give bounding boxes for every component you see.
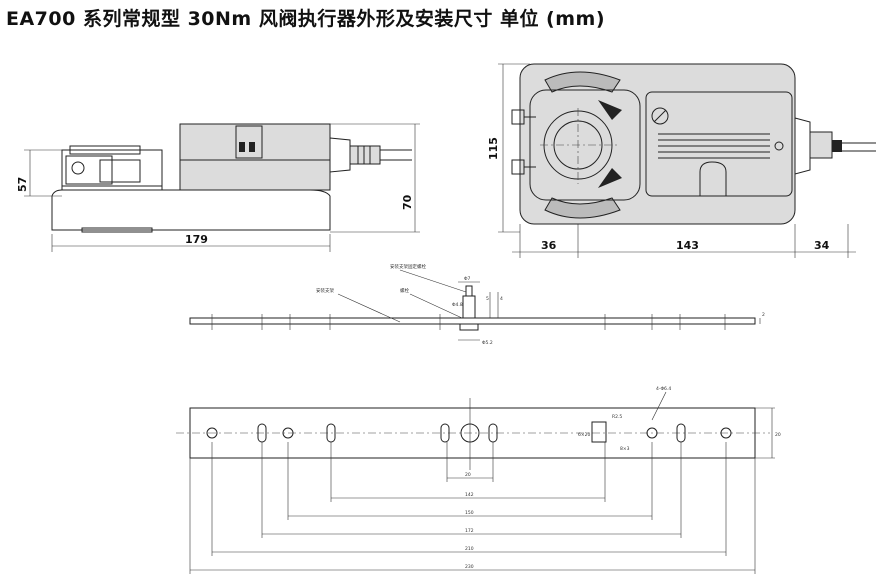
dim-h5: 5 [486, 296, 489, 302]
front-dim-143: 143 [676, 239, 699, 252]
front-view: 115 36 143 34 [487, 63, 876, 258]
dim-20: 20 [465, 472, 471, 478]
label-top-note: 安装支架固定螺栓 [390, 263, 426, 270]
front-dim-34: 34 [814, 239, 830, 252]
dim-230: 230 [465, 564, 474, 570]
front-dim-115: 115 [487, 137, 500, 160]
side-dim-70: 70 [401, 194, 414, 210]
dim-t: 2 [762, 312, 765, 318]
dim-slot-b: 8×3 [620, 446, 630, 452]
dim-h4: 4 [500, 296, 503, 302]
dim-d52: Φ5.2 [482, 340, 493, 346]
dim-172: 172 [465, 528, 474, 534]
label-bracket: 安装支架 [316, 287, 334, 294]
side-dim-179: 179 [185, 233, 208, 246]
dim-142: 142 [465, 492, 474, 498]
front-dim-36: 36 [541, 239, 557, 252]
dim-d7: Φ7 [464, 276, 471, 282]
dim-r25: R2.5 [612, 414, 622, 420]
dim-150: 150 [465, 510, 474, 516]
label-bolt: 螺栓 [400, 287, 409, 294]
side-dim-57: 57 [16, 177, 29, 192]
bracket-side-view: 安装支架 螺栓 安装支架固定螺栓 Φ7 Φ4.8 Φ5.2 5 4 2 [189, 263, 765, 346]
dim-slot-a: 6×20 [578, 432, 590, 438]
dim-hole: 4-Φ6.4 [656, 386, 671, 392]
dim-d48: Φ4.8 [452, 302, 463, 308]
page-title: EA700 系列常规型 30Nm 风阀执行器外形及安装尺寸 单位 (mm) [6, 8, 606, 30]
bracket-top-view: 20 [176, 386, 781, 574]
side-view: 57 70 179 [16, 123, 420, 252]
dim-height-20: 20 [775, 432, 781, 438]
dim-210: 210 [465, 546, 474, 552]
